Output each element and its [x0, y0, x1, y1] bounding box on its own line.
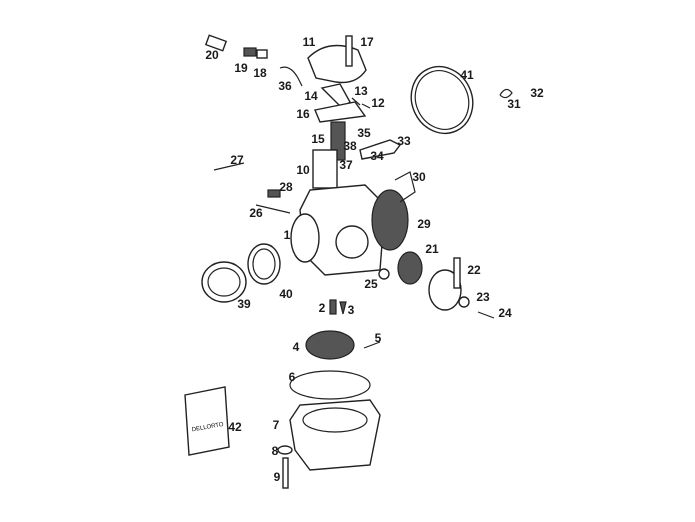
part-label-32: 32 — [530, 86, 544, 100]
dellorto-logo: DELLORTO — [191, 422, 224, 434]
part-4 — [305, 330, 355, 360]
part-label-26: 26 — [249, 206, 263, 220]
part-36 — [279, 66, 303, 87]
part-label-21: 21 — [425, 242, 439, 256]
part-11 — [307, 44, 367, 84]
part-label-10: 10 — [296, 163, 310, 177]
part-18 — [256, 49, 268, 59]
part-16 — [314, 101, 367, 123]
part-label-37: 37 — [339, 158, 353, 172]
part-41-inner — [414, 70, 470, 130]
part-27 — [213, 162, 245, 171]
part-label-3: 3 — [348, 303, 355, 317]
part-label-27: 27 — [230, 153, 244, 167]
part-label-28: 28 — [279, 180, 293, 194]
part-7 — [289, 399, 381, 471]
part-2 — [329, 299, 337, 315]
part-20 — [204, 34, 228, 52]
part-label-24: 24 — [498, 306, 512, 320]
part-7-rim — [302, 407, 368, 433]
part-12 — [361, 103, 371, 109]
part-29 — [371, 189, 409, 251]
part-24 — [477, 311, 495, 319]
part-label-15: 15 — [311, 132, 325, 146]
part-9 — [282, 457, 289, 489]
part-22 — [428, 269, 462, 311]
part-label-18: 18 — [253, 66, 267, 80]
part-label-39: 39 — [237, 297, 251, 311]
part-10 — [312, 149, 338, 189]
part-33-34 — [359, 139, 402, 160]
part-23 — [458, 296, 470, 308]
part-label-16: 16 — [296, 107, 310, 121]
part-label-4: 4 — [293, 340, 300, 354]
part-label-6: 6 — [289, 370, 296, 384]
part-label-35: 35 — [357, 126, 371, 140]
part-8 — [277, 445, 293, 455]
part-label-8: 8 — [272, 444, 279, 458]
part-14 — [320, 83, 351, 109]
part-label-41: 41 — [460, 68, 474, 82]
part-label-14: 14 — [304, 89, 318, 103]
part-6 — [289, 370, 371, 400]
part-39-inner — [207, 267, 241, 297]
part-label-33: 33 — [397, 134, 411, 148]
part-21 — [397, 251, 423, 285]
part-label-13: 13 — [354, 84, 368, 98]
part-label-23: 23 — [476, 290, 490, 304]
part-label-7: 7 — [273, 418, 280, 432]
part-22-stem — [453, 257, 461, 289]
part-label-5: 5 — [375, 331, 382, 345]
part-label-30: 30 — [412, 170, 426, 184]
part-label-11: 11 — [303, 35, 316, 49]
part-label-19: 19 — [234, 61, 248, 75]
part-1-throat — [335, 225, 369, 259]
part-label-25: 25 — [364, 277, 378, 291]
part-30 — [394, 171, 416, 203]
part-5 — [363, 341, 381, 349]
part-label-34: 34 — [370, 149, 384, 163]
part-label-9: 9 — [274, 470, 281, 484]
part-label-40: 40 — [279, 287, 293, 301]
part-25 — [378, 268, 390, 280]
part-31-32 — [499, 88, 513, 99]
part-label-1: 1 — [284, 228, 291, 242]
part-28 — [267, 189, 281, 198]
part-13 — [351, 97, 361, 106]
part-1-inlet — [290, 213, 320, 263]
parts-drawing: DELLORTO — [184, 34, 513, 489]
part-label-38: 38 — [343, 139, 357, 153]
part-label-31: 31 — [507, 97, 521, 111]
part-41 — [410, 65, 474, 135]
part-40-inner — [252, 248, 276, 280]
part-17 — [345, 35, 353, 67]
part-26 — [255, 204, 291, 214]
part-label-22: 22 — [467, 263, 481, 277]
part-19 — [243, 47, 257, 57]
part-label-42: 42 — [228, 420, 242, 434]
part-label-29: 29 — [417, 217, 431, 231]
part-label-2: 2 — [319, 301, 326, 315]
part-3 — [339, 301, 347, 315]
part-42-packet — [184, 386, 230, 456]
part-label-12: 12 — [371, 96, 385, 110]
part-label-20: 20 — [205, 48, 219, 62]
part-label-36: 36 — [278, 79, 292, 93]
part-label-17: 17 — [360, 35, 374, 49]
